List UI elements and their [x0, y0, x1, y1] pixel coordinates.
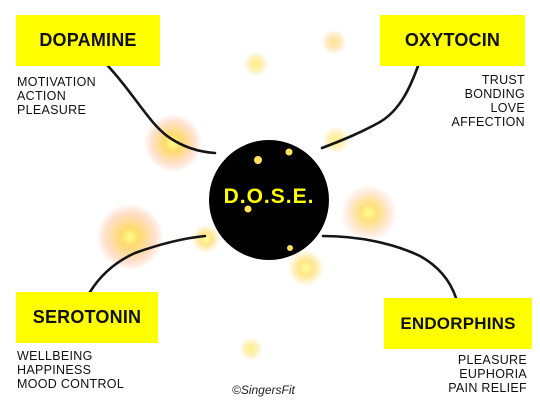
center-title: D.O.S.E.	[223, 185, 315, 208]
endorphins-label: ENDORPHINS	[384, 298, 532, 349]
term: TRUST	[481, 73, 525, 87]
serotonin-terms: WELLBEING HAPPINESS MOOD CONTROL	[17, 349, 124, 391]
term: BONDING	[464, 87, 525, 101]
term: PLEASURE	[457, 353, 527, 367]
connector-endorphins	[321, 234, 458, 300]
sphere-spark	[254, 156, 262, 164]
term: PAIN RELIEF	[448, 381, 527, 395]
sphere-spark	[244, 205, 252, 213]
dopamine-label: DOPAMINE	[16, 15, 160, 66]
center-sphere	[209, 140, 329, 260]
connector-serotonin	[88, 234, 207, 294]
connector-dopamine	[106, 64, 217, 155]
term: WELLBEING	[17, 349, 93, 363]
term: AFFECTION	[451, 115, 525, 129]
term: MOTIVATION	[17, 75, 96, 89]
dopamine-terms: MOTIVATION ACTION PLEASURE	[17, 75, 96, 117]
connector-oxytocin	[320, 64, 420, 150]
serotonin-label: SEROTONIN	[16, 292, 158, 343]
term: LOVE	[490, 101, 525, 115]
term: HAPPINESS	[17, 363, 92, 377]
sphere-spark	[287, 245, 293, 251]
term: EUPHORIA	[459, 367, 527, 381]
sphere-spark	[285, 148, 293, 156]
term: PLEASURE	[17, 103, 87, 117]
oxytocin-label: OXYTOCIN	[380, 15, 525, 66]
credit-text: ©SingersFit	[232, 383, 295, 397]
term: ACTION	[17, 89, 67, 103]
endorphins-terms: PLEASURE EUPHORIA PAIN RELIEF	[448, 353, 527, 395]
oxytocin-terms: TRUST BONDING LOVE AFFECTION	[451, 73, 525, 129]
term: MOOD CONTROL	[17, 377, 125, 391]
